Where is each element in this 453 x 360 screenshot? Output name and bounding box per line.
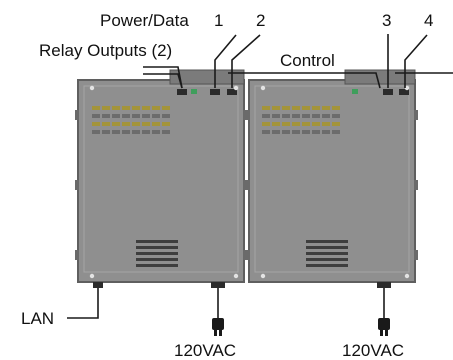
relay-outputs-leader-2 xyxy=(143,73,183,89)
screw xyxy=(89,273,95,279)
lan-leader xyxy=(67,288,99,319)
left-power-label: 120VAC xyxy=(174,341,236,360)
power-inlet-connector xyxy=(211,282,225,288)
port-2-label: 2 xyxy=(256,11,265,30)
left-vent-grid xyxy=(90,106,170,134)
screw xyxy=(233,273,239,279)
screw xyxy=(404,85,410,91)
right-plug-icon xyxy=(378,318,390,336)
port-1-connector xyxy=(210,89,220,95)
control-leader xyxy=(228,72,381,89)
port-4-label: 4 xyxy=(424,11,433,30)
power-data-label: Power/Data xyxy=(100,11,189,30)
screw xyxy=(89,85,95,91)
power-inlet-connector xyxy=(377,282,391,288)
control-label: Control xyxy=(280,51,335,70)
port-3-label: 3 xyxy=(382,11,391,30)
port-2-connector xyxy=(227,89,237,95)
right-lower-vent xyxy=(306,240,348,267)
left-top-connector-strip xyxy=(169,69,245,85)
relay-output-connector xyxy=(177,89,187,95)
port-4-connector xyxy=(399,89,409,95)
screw xyxy=(233,85,239,91)
left-lower-vent xyxy=(136,240,178,267)
status-led xyxy=(191,89,197,94)
status-led xyxy=(352,89,358,94)
lan-connector xyxy=(93,282,103,288)
left-enclosure xyxy=(75,69,247,288)
port-1-label: 1 xyxy=(214,11,223,30)
screw xyxy=(404,273,410,279)
screw xyxy=(260,273,266,279)
port-4-leader xyxy=(404,34,428,88)
port-2-leader xyxy=(231,34,261,88)
right-vent-grid xyxy=(260,106,340,134)
port-1-leader xyxy=(214,34,237,88)
screw xyxy=(260,85,266,91)
left-plug-icon xyxy=(212,318,224,336)
relay-outputs-label: Relay Outputs (2) xyxy=(39,41,172,60)
right-enclosure xyxy=(246,69,418,288)
right-power-label: 120VAC xyxy=(342,341,404,360)
port-3-connector xyxy=(383,89,393,95)
lan-label: LAN xyxy=(21,309,54,328)
